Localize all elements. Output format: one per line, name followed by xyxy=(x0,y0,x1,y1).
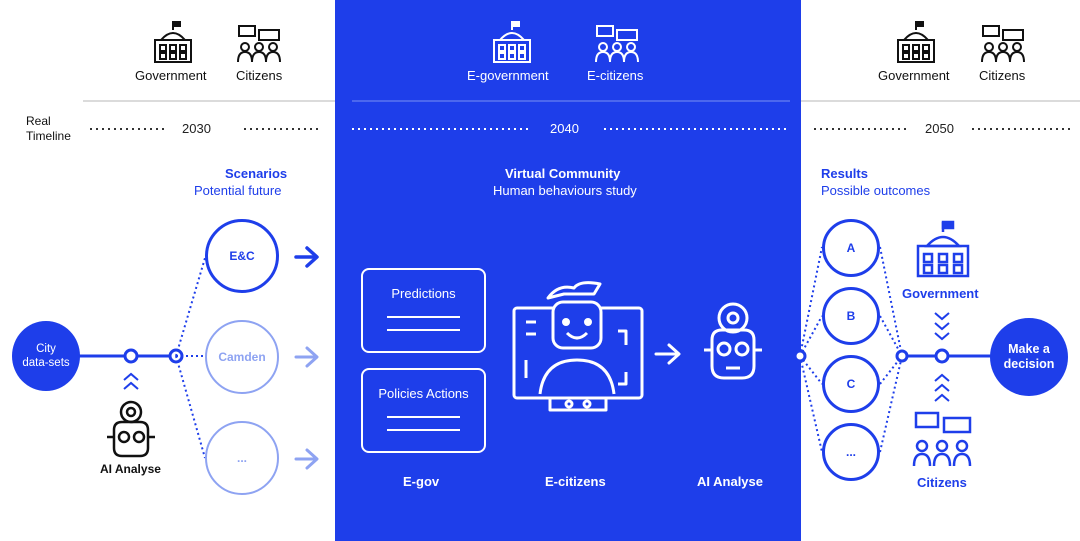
citizens-chat-icon xyxy=(981,25,1025,63)
text-line xyxy=(387,416,460,418)
header-egovernment-label: E-government xyxy=(467,68,549,83)
virtual-community-subtitle: Human behaviours study xyxy=(493,183,637,198)
header-government-label: Government xyxy=(878,68,950,83)
result-node: ... xyxy=(822,423,880,481)
text-line xyxy=(387,316,460,318)
citizens-chat-icon xyxy=(912,411,972,467)
policies-actions-box: Policies Actions xyxy=(361,368,486,453)
scenario-node: Camden xyxy=(205,320,279,394)
citizens-chat-icon xyxy=(237,25,281,63)
scenarios-title: Scenarios xyxy=(225,166,288,181)
results-title: Results xyxy=(821,166,868,181)
result-node: C xyxy=(822,355,880,413)
government-building-icon xyxy=(154,21,192,63)
right-citizens-label: Citizens xyxy=(917,475,967,490)
text-line xyxy=(387,329,460,331)
header-citizens-label: Citizens xyxy=(236,68,283,83)
header-ecitizens-label: E-citizens xyxy=(587,68,644,83)
text-line xyxy=(387,429,460,431)
robot-icon xyxy=(107,400,155,458)
arrow-right-icon xyxy=(294,448,319,470)
chevron-down-icon xyxy=(934,312,950,341)
result-node: B xyxy=(822,287,880,345)
virtual-community-title: Virtual Community xyxy=(505,166,621,181)
right-government-label: Government xyxy=(902,286,979,301)
arrow-right-icon xyxy=(294,246,319,268)
government-building-icon xyxy=(897,21,935,63)
header-government-label: Government xyxy=(135,68,207,83)
middle-ai-analyse-label: AI Analyse xyxy=(697,474,763,489)
virtual-community-panel xyxy=(335,0,801,541)
predictions-label: Predictions xyxy=(391,286,456,301)
egov-label: E-gov xyxy=(403,474,440,489)
chevron-up-icon xyxy=(934,373,950,402)
scenario-node: ... xyxy=(205,421,279,495)
chevron-up-icon xyxy=(123,372,139,390)
results-subtitle: Possible outcomes xyxy=(821,183,931,198)
government-building-icon xyxy=(493,21,531,63)
scenario-node: E&C xyxy=(205,219,279,293)
timeline-year: 2050 xyxy=(925,121,954,136)
e-citizen-monitor-icon xyxy=(512,281,644,412)
timeline-label: Real Timeline xyxy=(26,114,71,143)
ecitizens-label: E-citizens xyxy=(545,474,606,489)
citizens-chat-icon xyxy=(595,25,639,63)
policies-actions-label: Policies Actions xyxy=(378,386,469,401)
government-building-icon xyxy=(916,220,970,278)
timeline-year: 2030 xyxy=(182,121,211,136)
robot-icon xyxy=(704,302,762,380)
timeline-year: 2040 xyxy=(550,121,579,136)
predictions-box: Predictions xyxy=(361,268,486,353)
arrow-right-icon xyxy=(654,343,681,365)
arrow-right-icon xyxy=(294,346,319,368)
result-node: A xyxy=(822,219,880,277)
left-ai-analyse-label: AI Analyse xyxy=(100,462,161,476)
scenarios-subtitle: Potential future xyxy=(194,183,282,198)
header-citizens-label: Citizens xyxy=(979,68,1026,83)
